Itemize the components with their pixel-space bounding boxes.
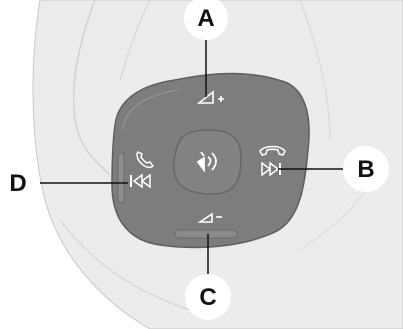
callout-d-label: D (9, 170, 26, 197)
callout-b: B (278, 146, 389, 192)
phone-accept-seek-previous-button[interactable] (117, 151, 154, 204)
callout-a-circle (184, 0, 228, 40)
volume-up-button[interactable] (196, 90, 224, 104)
phone-end-icon (259, 145, 286, 156)
volume-down-icon (197, 212, 222, 223)
callout-d-circle (0, 163, 38, 203)
callout-c-label: C (199, 284, 216, 311)
volume-down-rocker (174, 229, 238, 239)
phone-accept-icon (136, 151, 154, 169)
callout-a: A (184, 0, 228, 97)
seek-previous-icon (130, 173, 151, 189)
callout-a-label: A (197, 5, 214, 32)
left-button-ridge (117, 152, 125, 204)
callout-c-circle (185, 274, 231, 320)
volume-down-button[interactable] (174, 212, 238, 239)
callout-c: C (185, 234, 231, 320)
callout-b-label: B (357, 156, 374, 183)
callout-d: D (0, 163, 128, 203)
callout-b-circle (343, 146, 389, 192)
voice-command-icon (196, 151, 217, 173)
volume-up-icon (196, 90, 224, 104)
voice-command-button[interactable] (173, 129, 242, 195)
